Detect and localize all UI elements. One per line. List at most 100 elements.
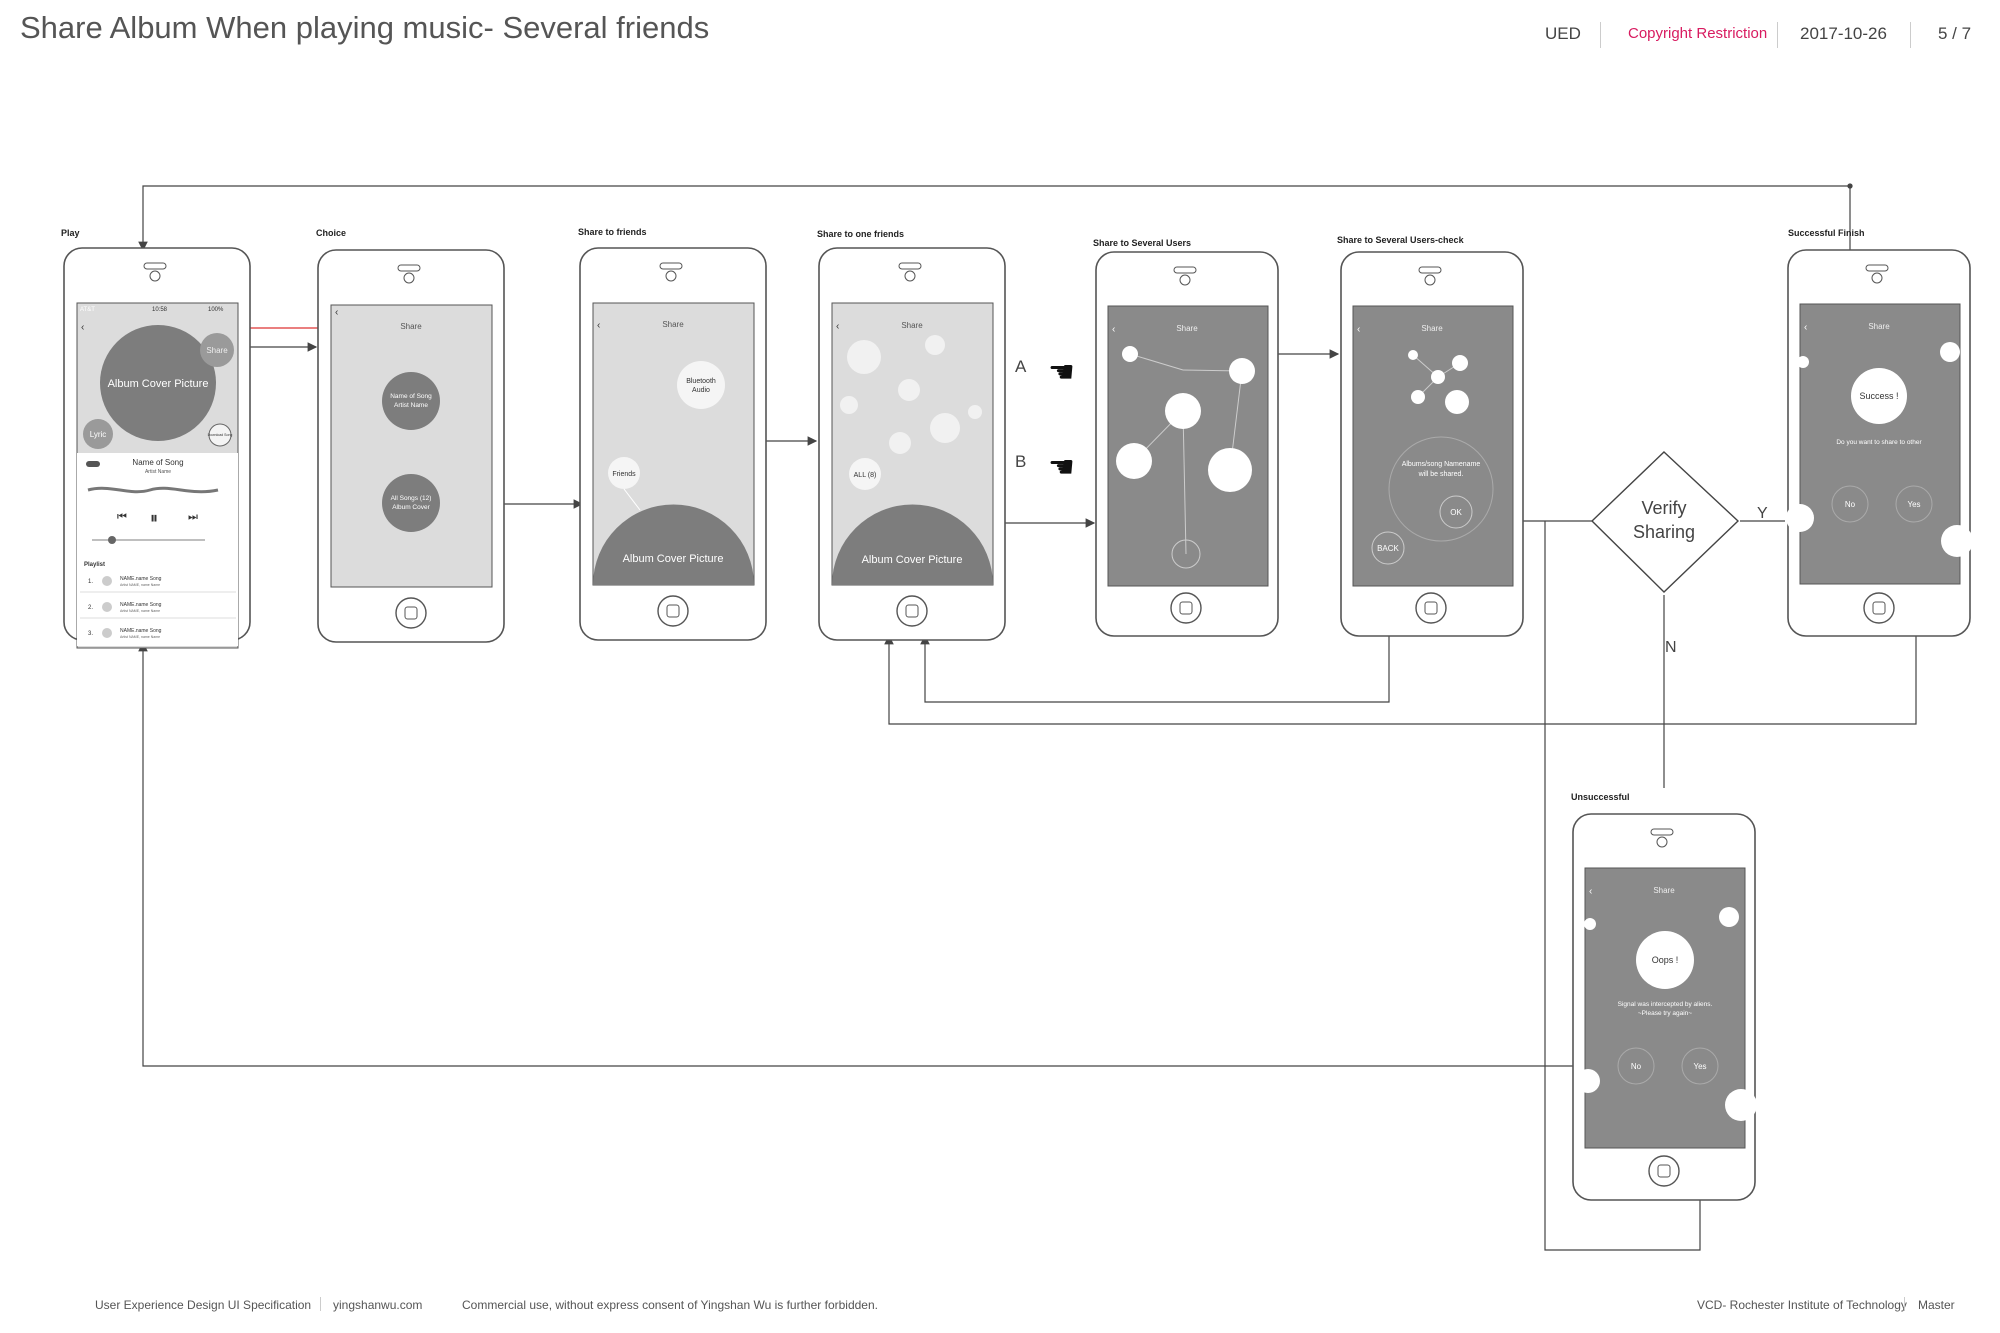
tap-hand-icon: ☚ — [1048, 356, 1075, 389]
home-button[interactable] — [395, 597, 427, 629]
screen-label: Share to friends — [578, 227, 647, 237]
home-button[interactable] — [896, 595, 928, 627]
nav-title: Share — [400, 322, 422, 331]
status-time: 10:58 — [152, 307, 168, 313]
ok-label: OK — [1450, 508, 1462, 517]
track-name: NAME.name Song — [120, 576, 162, 582]
oops-badge — [1636, 931, 1694, 989]
phone-play: AT&T 10:58 100% ‹ Album Cover Picture Sh… — [61, 228, 251, 649]
audio-label: Audio — [692, 387, 710, 394]
track-index: 1. — [88, 579, 93, 585]
header-page-number: 5 / 7 — [1938, 24, 1972, 43]
back-chevron-icon: ‹ — [1357, 324, 1360, 335]
back-button[interactable] — [1371, 531, 1405, 565]
lyric-button[interactable] — [83, 419, 113, 449]
header-divider — [1910, 22, 1911, 48]
back-chevron-icon: ‹ — [1804, 322, 1807, 333]
track-index: 3. — [88, 631, 93, 637]
status-battery: 100% — [208, 307, 224, 313]
option-b-label: B — [1015, 452, 1026, 471]
home-button[interactable] — [1170, 592, 1202, 624]
share-button[interactable] — [200, 333, 234, 367]
yes-button[interactable] — [1681, 1047, 1719, 1085]
screen-label: Successful Finish — [1788, 228, 1865, 238]
track-index: 2. — [88, 605, 93, 611]
screen-label: Play — [61, 228, 80, 238]
header-divider — [1777, 22, 1778, 48]
footer-notice: Commercial use, without express consent … — [462, 1298, 878, 1312]
success-badge — [1851, 368, 1907, 424]
screen-label: Choice — [316, 228, 346, 238]
no-button[interactable] — [1617, 1047, 1655, 1085]
footer-divider — [1904, 1297, 1905, 1311]
phone-success: ‹ Share Success ! Do you want to share t… — [1786, 228, 1973, 637]
verify-label-2: Sharing — [1633, 522, 1695, 542]
artist-name: Artist Name — [145, 469, 171, 475]
friends-bubble[interactable] — [608, 457, 640, 489]
album-half-circle — [593, 504, 754, 585]
album-cover-circle — [100, 325, 216, 441]
waveform — [87, 486, 219, 494]
phone-several-users: ‹ Share Share to Several Users — [1093, 238, 1279, 637]
phone-friends: ‹ Share Bluetooth Audio Friends Album Co… — [578, 227, 767, 641]
oops-label: Oops ! — [1652, 955, 1679, 965]
all-label: ALL (8) — [854, 472, 877, 479]
screen-label: Share to Several Users — [1093, 238, 1191, 248]
bluetooth-bubble[interactable] — [677, 361, 725, 409]
header-ued: UED — [1545, 24, 1581, 43]
home-button[interactable] — [1415, 592, 1447, 624]
nav-title: Share — [1421, 324, 1443, 333]
download-button[interactable] — [208, 423, 232, 447]
footer-master: Master — [1918, 1298, 1955, 1312]
back-chevron-icon: ‹ — [1112, 324, 1115, 335]
verify-decision: Verify Sharing Y N — [1590, 451, 1768, 656]
home-button[interactable] — [1863, 592, 1895, 624]
friends-label: Friends — [612, 471, 636, 478]
swipe-hand-icon: ☚ — [1048, 451, 1075, 484]
toggle-switch[interactable] — [86, 461, 100, 467]
check-message-1: Albums/song Namename — [1402, 461, 1481, 468]
playlist-rows: 1. NAME.name Song Artist NAME, name Name… — [80, 576, 236, 639]
status-carrier: AT&T — [80, 307, 95, 313]
no-label: No — [1631, 1062, 1642, 1071]
choice-album-button[interactable] — [382, 474, 440, 532]
choice-song-button[interactable] — [382, 372, 440, 430]
verify-no-label: N — [1665, 639, 1677, 656]
home-button[interactable] — [657, 595, 689, 627]
yes-button[interactable] — [1895, 485, 1933, 523]
track-artist: Artist NAME, name Name — [120, 583, 160, 587]
album-label: Album Cover Picture — [623, 553, 724, 565]
home-button[interactable] — [1648, 1155, 1680, 1187]
connector-fail-to-play — [138, 641, 1636, 1067]
progress-knob[interactable] — [108, 536, 116, 544]
choice-all-songs: All Songs (12) — [391, 495, 432, 502]
all-friends-bubble[interactable] — [849, 458, 881, 490]
connector-success-to-play — [138, 185, 1850, 252]
screen-label: Share to one friends — [817, 229, 904, 239]
footer-institution: VCD- Rochester Institute of Technology — [1697, 1298, 1907, 1312]
verify-label-1: Verify — [1641, 498, 1686, 518]
nav-title: Share — [1176, 324, 1198, 333]
bluetooth-label: Bluetooth — [686, 378, 716, 385]
track-name: NAME.name Song — [120, 628, 162, 634]
back-chevron-icon: ‹ — [1589, 886, 1592, 897]
header-date: 2017-10-26 — [1800, 24, 1887, 43]
back-chevron-icon: ‹ — [836, 321, 839, 332]
no-label: No — [1845, 500, 1856, 509]
page-title: Share Album When playing music- Several … — [20, 10, 710, 45]
footer-site[interactable]: yingshanwu.com — [333, 1298, 423, 1312]
track-name: NAME.name Song — [120, 602, 162, 608]
track-artist: Artist NAME, name Name — [120, 635, 160, 639]
fail-message-2: ~Please try again~ — [1638, 1010, 1692, 1017]
nav-title: Share — [1868, 322, 1890, 331]
screen-label: Unsuccessful — [1571, 792, 1630, 802]
next-icon: ⏭ — [188, 511, 198, 523]
choice-song-name: Name of Song — [390, 393, 432, 400]
check-message-2: will be shared. — [1418, 471, 1464, 478]
no-button[interactable] — [1831, 485, 1869, 523]
nav-title: Share — [1653, 886, 1675, 895]
back-label: BACK — [1377, 544, 1399, 553]
ok-button[interactable] — [1439, 495, 1473, 529]
